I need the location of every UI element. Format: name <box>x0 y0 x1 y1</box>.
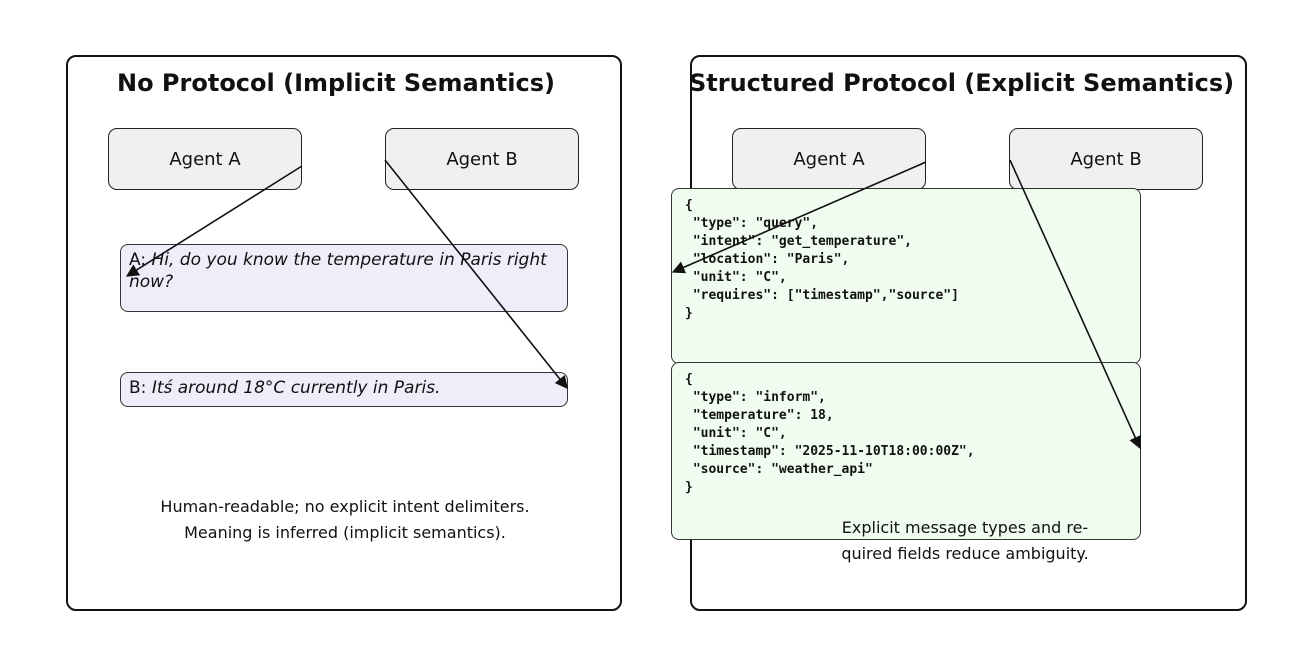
structured-protocol-caption-line1: Explicit message types and re- <box>841 518 1089 537</box>
right-agent-b-node: Agent B <box>1009 128 1203 190</box>
query-json-message: { "type": "query", "intent": "get_temper… <box>671 188 1141 364</box>
right-agent-a-node: Agent A <box>732 128 926 190</box>
message-b-speaker: B <box>129 378 141 398</box>
right-agent-a-label: Agent A <box>793 148 865 170</box>
left-agent-a-label: Agent A <box>169 148 241 170</box>
message-a-text: Hi, do you know the temperature in Paris… <box>129 250 547 292</box>
message-a-bubble: A: Hi, do you know the temperature in Pa… <box>120 244 568 312</box>
inform-json-message: { "type": "inform", "temperature": 18, "… <box>671 362 1141 540</box>
message-b-bubble: B: Itś around 18°C currently in Paris. <box>120 372 568 407</box>
no-protocol-caption-line1: Human-readable; no explicit intent delim… <box>160 497 530 516</box>
message-b-text: Itś around 18°C currently in Paris. <box>151 378 441 398</box>
left-agent-a-node: Agent A <box>108 128 302 190</box>
structured-protocol-caption: Explicit message types and re- quired fi… <box>812 515 1118 567</box>
left-agent-b-node: Agent B <box>385 128 579 190</box>
no-protocol-caption: Human-readable; no explicit intent delim… <box>110 494 580 546</box>
message-a-speaker: A <box>129 250 141 270</box>
no-protocol-title: No Protocol (Implicit Semantics) <box>117 69 555 97</box>
structured-protocol-caption-line2: quired fields reduce ambiguity. <box>841 544 1089 563</box>
structured-protocol-title: Structured Protocol (Explicit Semantics) <box>689 69 1235 97</box>
left-agent-b-label: Agent B <box>446 148 518 170</box>
right-agent-b-label: Agent B <box>1070 148 1142 170</box>
no-protocol-caption-line2: Meaning is inferred (implicit semantics)… <box>184 523 506 542</box>
